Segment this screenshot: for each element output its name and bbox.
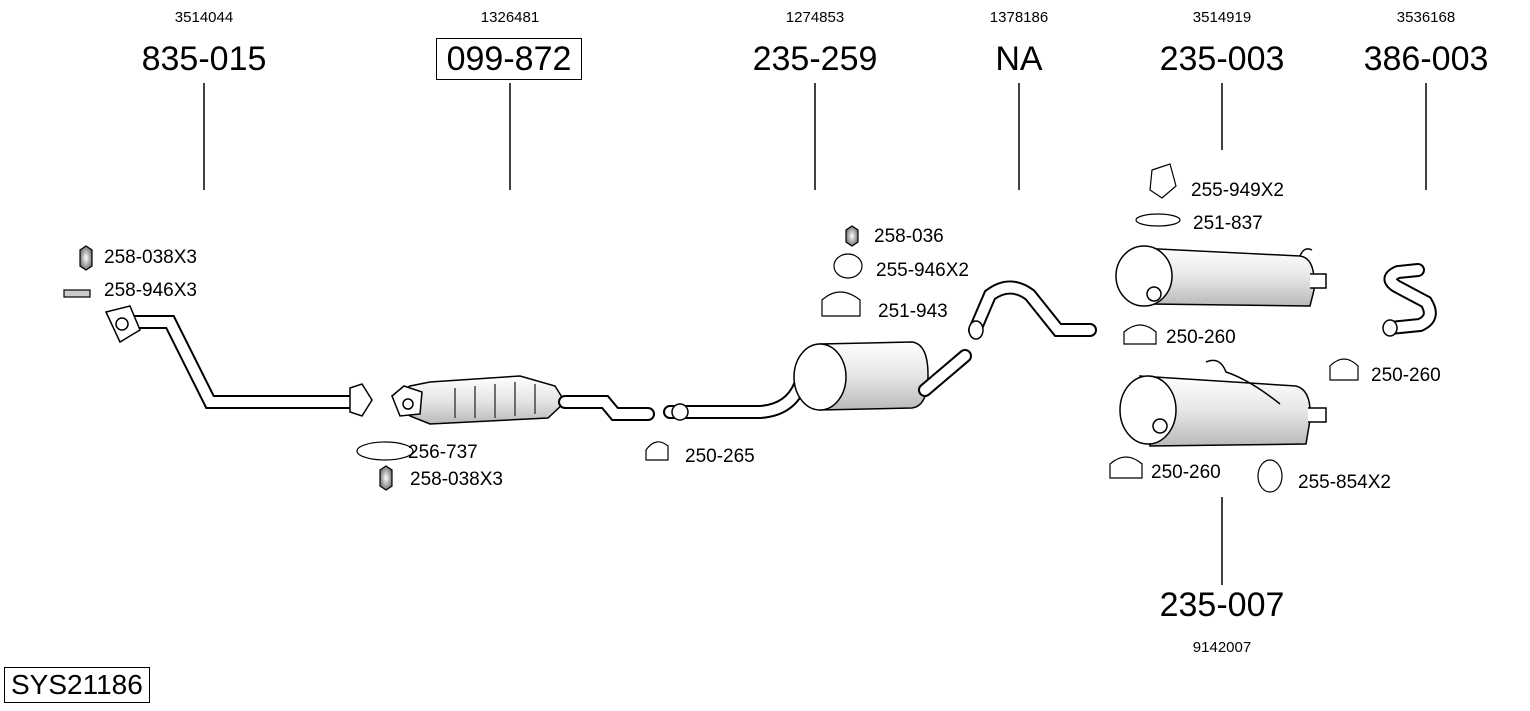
fitting-label: 258-036	[874, 226, 944, 247]
fitting-label: 255-949X2	[1191, 180, 1284, 201]
part-number: 835-015	[141, 40, 267, 78]
ref-number: 1326481	[480, 9, 540, 26]
fitting-label: 251-837	[1193, 213, 1263, 234]
part-number-boxed: 099-872	[436, 38, 582, 80]
clamp-icon	[821, 291, 861, 317]
middle-silencer	[663, 341, 972, 421]
fitting-label: 250-265	[685, 446, 755, 467]
rear-silencer-lower	[1119, 359, 1327, 447]
fitting-label: 250-260	[1151, 462, 1221, 483]
part-number: 386-003	[1363, 40, 1489, 78]
part-number: NA	[995, 40, 1043, 78]
nut-icon	[845, 225, 859, 247]
ref-number: 3536168	[1396, 9, 1456, 26]
nut-icon	[379, 465, 393, 491]
fitting-label: 258-946X3	[104, 280, 197, 301]
ref-number: 1378186	[989, 9, 1049, 26]
catalytic-converter	[390, 375, 655, 425]
part-number: 235-259	[752, 40, 878, 78]
clamp-icon	[645, 441, 669, 461]
hanger-icon	[1257, 459, 1283, 493]
ref-number: 3514919	[1192, 9, 1252, 26]
tail-pipe	[1382, 263, 1437, 337]
system-id: SYS21186	[4, 667, 150, 703]
bolt-icon	[63, 289, 91, 298]
part-number: 235-003	[1159, 40, 1285, 78]
fitting-label: 251-943	[878, 301, 948, 322]
ref-number: 1274853	[785, 9, 845, 26]
ref-number: 9142007	[1192, 639, 1252, 656]
gasket-icon	[356, 441, 414, 461]
nut-icon	[79, 245, 93, 271]
fitting-label: 250-260	[1166, 327, 1236, 348]
fitting-label: 255-854X2	[1298, 472, 1391, 493]
clamp-icon	[1109, 456, 1143, 479]
fitting-label: 258-038X3	[104, 247, 197, 268]
part-number: 235-007	[1159, 586, 1285, 624]
hanger-icon	[833, 253, 863, 279]
fitting-label: 256-737	[408, 442, 478, 463]
connecting-pipe	[968, 280, 1097, 340]
fitting-label: 255-946X2	[876, 260, 969, 281]
clamp-icon	[1329, 358, 1359, 381]
front-pipe	[104, 305, 373, 417]
fitting-label: 250-260	[1371, 365, 1441, 386]
fitting-label: 258-038X3	[410, 469, 503, 490]
clamp-icon	[1123, 324, 1157, 345]
rear-silencer-upper	[1115, 245, 1327, 307]
gasket-icon	[1135, 213, 1181, 227]
ref-number: 3514044	[174, 9, 234, 26]
hanger-icon	[1149, 163, 1177, 199]
